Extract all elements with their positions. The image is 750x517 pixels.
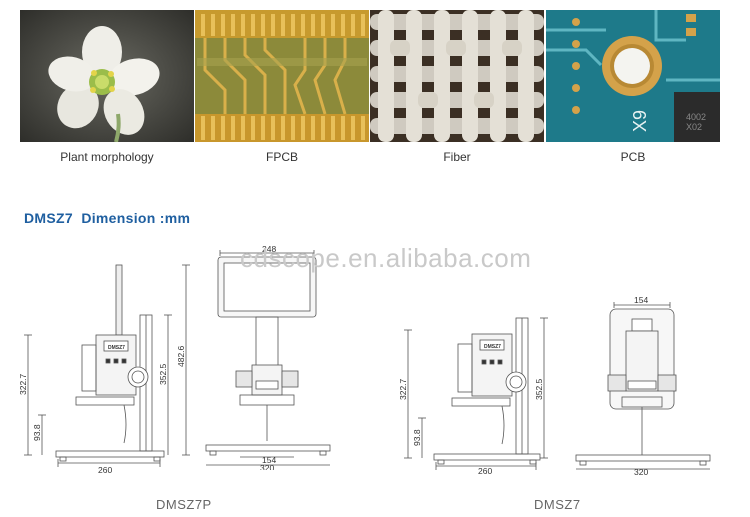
drawing-dmsz7p-front: 248 154 320 [205,245,331,470]
dim-wbase-left: 260 [98,465,112,475]
brand-label-left: DMSZ7 [108,345,125,351]
dim-htotal-left: 482.6 [176,345,186,367]
dim-hcol-right: 352.5 [534,378,544,400]
photo-pcb: 4002 X02 X9 [546,10,720,142]
dim-hcol-left: 352.5 [158,363,168,385]
drawing-dmsz7-side: DMSZ7 322.7 93.8 352.5 260 [400,317,548,475]
caption-fiber: Fiber [443,150,471,164]
dim-wfront-right: 320 [634,467,648,475]
svg-text:X02: X02 [686,122,702,132]
photo-fiber [370,10,544,142]
dim-wscreen-left: 248 [262,245,276,254]
photo-plant-morphology [20,10,194,142]
dim-wbase-right: 260 [478,466,492,475]
drawing-dmsz7p-side: DMSZ7 322.7 93.8 352.5 482.6 260 [20,264,190,475]
caption-plant-morphology: Plant morphology [60,150,154,164]
svg-text:X9: X9 [630,110,650,132]
dim-h1-left: 322.7 [20,373,28,395]
watermark: cdscope.en.alibaba.com [240,243,532,273]
model-name-dmsz7p: DMSZ7P [156,497,212,512]
dim-winner-left: 154 [262,455,276,465]
dim-h1-right: 322.7 [400,378,408,400]
drawing-dmsz7-front: 154 320 [575,295,711,475]
dim-wtop-right: 154 [634,295,648,305]
model-name-dmsz7: DMSZ7 [534,497,581,512]
caption-pcb: PCB [620,150,646,164]
dim-h2-left: 93.8 [32,424,42,441]
photo-fpcb [195,10,369,142]
svg-text:4002: 4002 [686,112,706,122]
brand-label-right: DMSZ7 [484,344,501,350]
dim-wfront-left: 320 [260,463,274,470]
section-title: DMSZ7 Dimension :mm [24,210,191,226]
dim-h2-right: 93.8 [412,429,422,446]
caption-fpcb: FPCB [265,150,298,164]
